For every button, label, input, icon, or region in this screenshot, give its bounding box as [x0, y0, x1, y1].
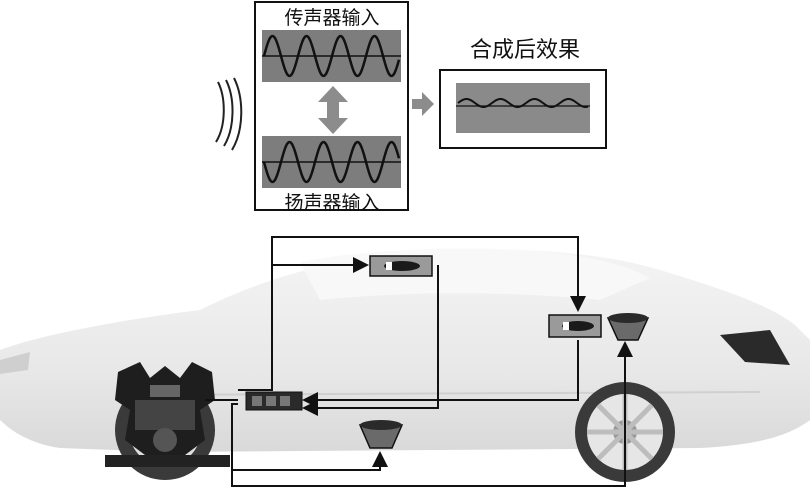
rear-microphone-icon [549, 315, 601, 337]
mic-input-label: 传声器输入 [262, 3, 402, 30]
input-comparison-box [255, 2, 408, 210]
result-box [440, 70, 606, 148]
sound-waves-icon [216, 78, 241, 150]
microphone-icon [370, 256, 432, 276]
right-arrow-icon [412, 92, 434, 116]
result-label: 合成后效果 [440, 32, 610, 64]
controller-unit-icon [246, 392, 302, 410]
speaker-input-label: 扬声器输入 [262, 188, 402, 215]
